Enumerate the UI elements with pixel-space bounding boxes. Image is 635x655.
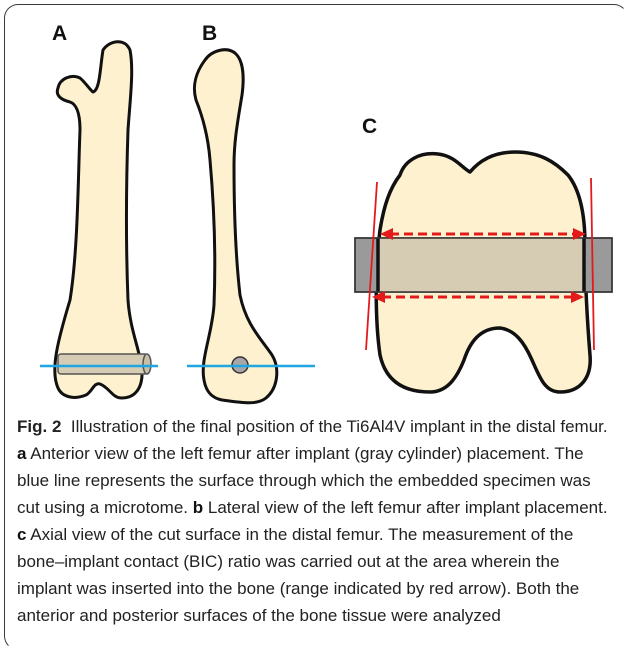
implant-cylinder-anterior bbox=[58, 354, 148, 374]
femur-axial-view bbox=[355, 152, 612, 392]
femur-lateral-view bbox=[187, 50, 315, 403]
panel-label-c: C bbox=[362, 115, 377, 138]
caption-part-b-text: Lateral view of the left femur after imp… bbox=[208, 498, 608, 517]
figure-number: Fig. 2 bbox=[17, 417, 61, 436]
femur-anterior-view bbox=[40, 42, 158, 398]
caption-part-b-label: b bbox=[193, 498, 203, 517]
caption-part-c-label: c bbox=[17, 525, 26, 544]
figure-caption: Fig. 2 Illustration of the final positio… bbox=[17, 413, 617, 629]
panel-label-a: A bbox=[52, 22, 67, 45]
femur-lateral-bone bbox=[194, 50, 276, 403]
caption-part-a-label: a bbox=[17, 444, 26, 463]
caption-title: Illustration of the final position of th… bbox=[71, 417, 608, 436]
femur-anterior-bone bbox=[55, 42, 142, 398]
caption-part-c-text: Axial view of the cut surface in the dis… bbox=[17, 525, 579, 625]
panel-label-b: B bbox=[202, 22, 217, 45]
implant-section-inner bbox=[378, 238, 584, 292]
figure-illustration: A B C bbox=[0, 0, 635, 410]
